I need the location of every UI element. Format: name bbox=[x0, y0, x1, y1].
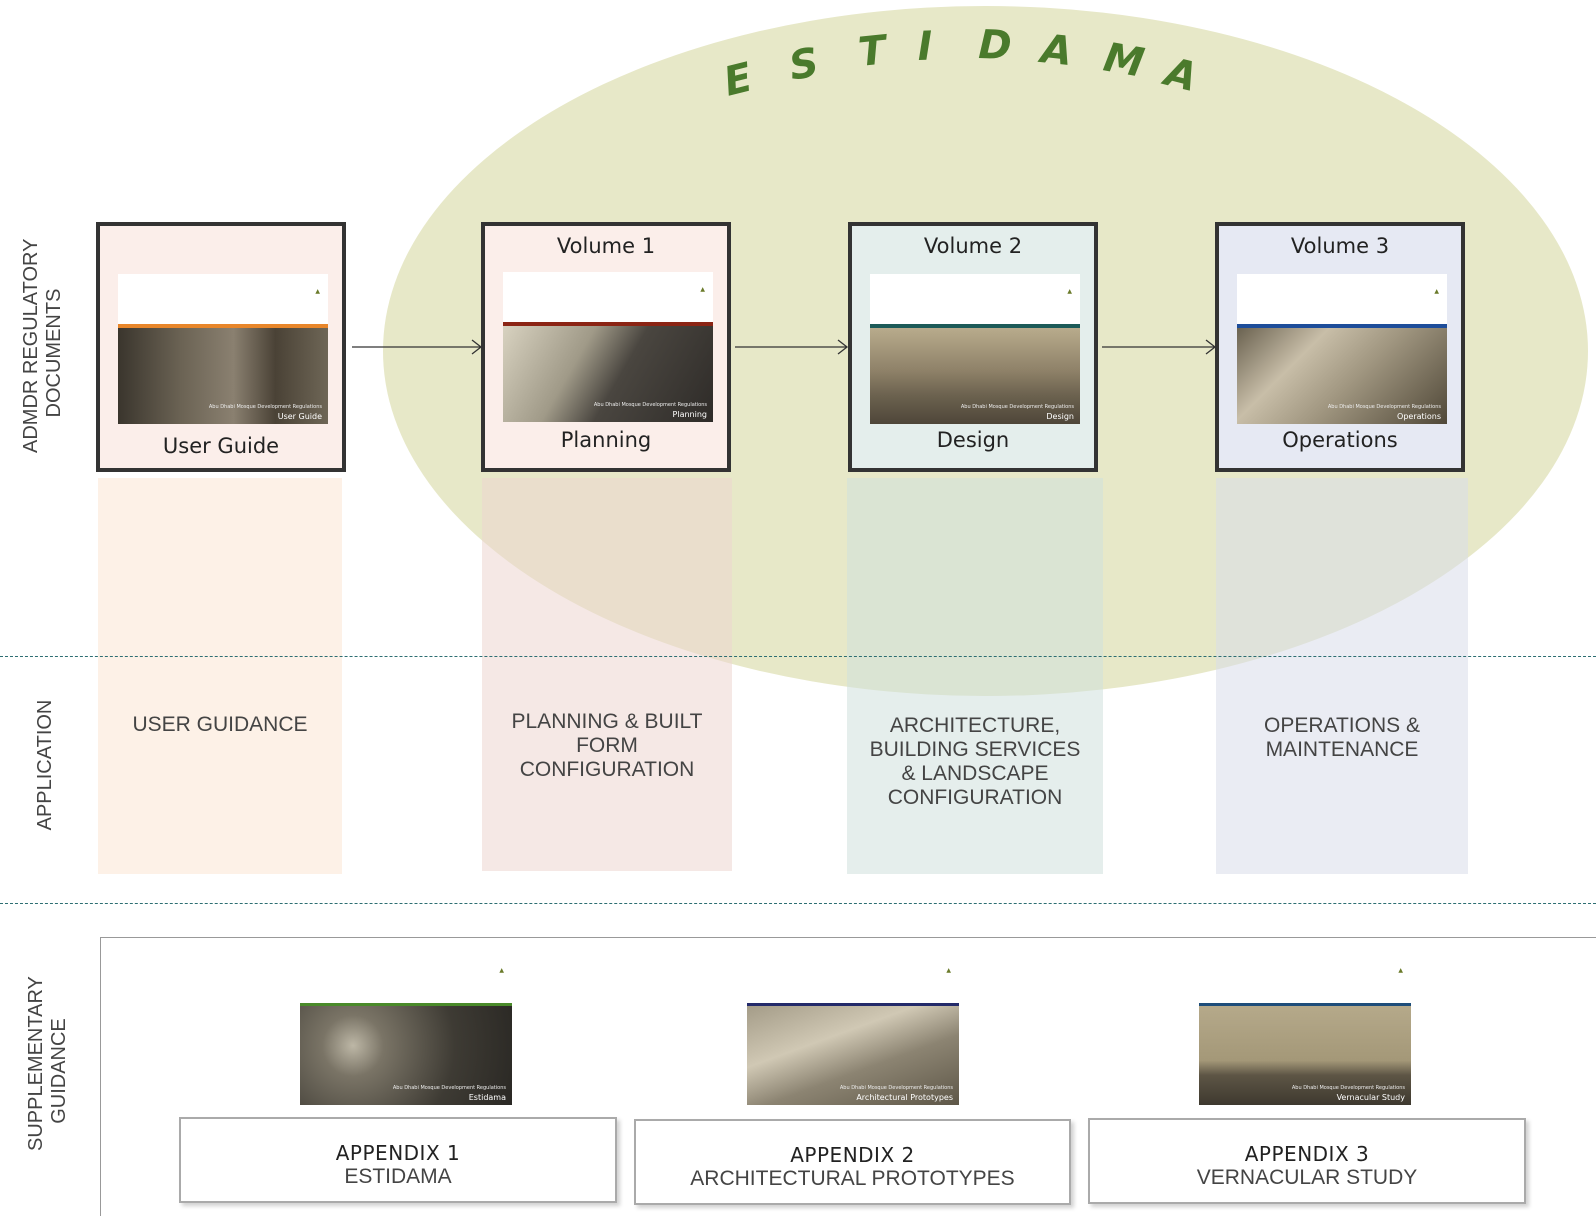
arrow-2-head bbox=[837, 339, 849, 355]
cover-logo-icon: ▲ bbox=[1434, 288, 1439, 295]
cover-volume-label: User Guide bbox=[277, 412, 322, 421]
appendix-subtitle: ESTIDAMA bbox=[344, 1165, 452, 1188]
card-name: Planning bbox=[560, 428, 652, 452]
cover-rule bbox=[300, 1003, 512, 1006]
estidama-letter: I bbox=[917, 23, 934, 69]
side-label-application: APPLICATION bbox=[34, 695, 58, 835]
cover-appendix-1: ▲ Abu Dhabi Mosque Development Regulatio… bbox=[300, 955, 512, 1105]
cover-header bbox=[118, 274, 328, 324]
appendix-heading: APPENDIX 2 bbox=[790, 1143, 915, 1167]
card-name: Operations bbox=[1282, 428, 1398, 452]
appendix-subtitle: ARCHITECTURAL PROTOTYPES bbox=[690, 1167, 1015, 1190]
estidama-letter: M bbox=[1100, 35, 1147, 87]
card-name: Design bbox=[936, 428, 1010, 452]
card-title: Volume 2 bbox=[923, 234, 1023, 258]
application-line: USER GUIDANCE bbox=[132, 713, 308, 736]
appendix-1-box[interactable]: APPENDIX 1 ESTIDAMA bbox=[179, 1117, 617, 1203]
cover-logo-icon: ▲ bbox=[1398, 967, 1403, 974]
application-line: MAINTENANCE bbox=[1265, 738, 1419, 761]
cover-rule bbox=[747, 1003, 959, 1006]
cover-rule bbox=[503, 322, 713, 326]
card-volume-3[interactable]: Volume 3 ▲ Abu Dhabi Mosque Development … bbox=[1215, 222, 1465, 472]
cover-logo-icon: ▲ bbox=[315, 288, 320, 295]
application-line: & LANDSCAPE bbox=[901, 762, 1049, 785]
cover-rule bbox=[118, 324, 328, 328]
application-line: PLANNING & BUILT FORM bbox=[511, 710, 703, 757]
cover-photo-aerial bbox=[503, 326, 713, 422]
cover-subtitle: Abu Dhabi Mosque Development Regulations bbox=[960, 404, 1074, 410]
cover-subtitle: Abu Dhabi Mosque Development Regulations bbox=[1291, 1085, 1405, 1091]
application-line: CONFIGURATION bbox=[519, 758, 695, 781]
card-title: Volume 3 bbox=[1290, 234, 1390, 258]
cover-logo-icon: ▲ bbox=[700, 286, 705, 293]
appendix-heading: APPENDIX 3 bbox=[1244, 1142, 1370, 1166]
side-label-supplementary-line-2: GUIDANCE bbox=[48, 1018, 70, 1124]
card-volume-1[interactable]: Volume 1 ▲ Abu Dhabi Mosque Development … bbox=[481, 222, 731, 472]
cover-appendix-2: ▲ Abu Dhabi Mosque Development Regulatio… bbox=[747, 955, 959, 1105]
side-label-supplementary-line-1: SUPPLEMENTARY bbox=[25, 976, 47, 1151]
cover-photo-estidama bbox=[300, 1006, 512, 1105]
application-line: CONFIGURATION bbox=[887, 786, 1063, 809]
application-line: ARCHITECTURE, bbox=[889, 714, 1061, 737]
card-volume-2[interactable]: Volume 2 ▲ Abu Dhabi Mosque Development … bbox=[848, 222, 1098, 472]
separator-line-bottom bbox=[0, 903, 1596, 904]
column-volume-2 bbox=[847, 478, 1103, 874]
cover-appendix-3: ▲ Abu Dhabi Mosque Development Regulatio… bbox=[1199, 955, 1411, 1105]
cover-subtitle: Abu Dhabi Mosque Development Regulations bbox=[839, 1085, 953, 1091]
cover-header bbox=[503, 272, 713, 322]
separator-line-top bbox=[0, 656, 1596, 657]
cover-subtitle: Abu Dhabi Mosque Development Regulations bbox=[593, 402, 707, 408]
column-volume-1 bbox=[482, 478, 732, 871]
cover-volume-3: ▲ Abu Dhabi Mosque Development Regulatio… bbox=[1237, 274, 1447, 424]
estidama-letter: D bbox=[978, 22, 1013, 69]
cover-rule bbox=[1199, 1003, 1411, 1006]
cover-subtitle: Abu Dhabi Mosque Development Regulations bbox=[1327, 404, 1441, 410]
cover-user-guide: ▲ Abu Dhabi Mosque Development Regulatio… bbox=[118, 274, 328, 424]
flow-arrows bbox=[352, 339, 1217, 355]
cover-subtitle: Abu Dhabi Mosque Development Regulations bbox=[392, 1085, 506, 1091]
cover-volume-label: Estidama bbox=[468, 1093, 506, 1102]
application-line: BUILDING SERVICES bbox=[869, 738, 1081, 761]
card-name: User Guide bbox=[162, 434, 280, 458]
application-architecture: ARCHITECTURE, BUILDING SERVICES & LANDSC… bbox=[847, 714, 1103, 810]
appendix-heading: APPENDIX 1 bbox=[335, 1141, 461, 1165]
cover-volume-1: ▲ Abu Dhabi Mosque Development Regulatio… bbox=[503, 272, 713, 422]
appendix-3-box[interactable]: APPENDIX 3 VERNACULAR STUDY bbox=[1088, 1118, 1526, 1204]
column-user-guide bbox=[98, 478, 342, 874]
cover-header bbox=[870, 274, 1080, 324]
cover-photo-hands bbox=[1237, 328, 1447, 424]
cover-photo-mosque bbox=[870, 328, 1080, 424]
card-user-guide[interactable]: ▲ Abu Dhabi Mosque Development Regulatio… bbox=[96, 222, 346, 472]
cover-photo-corridor bbox=[118, 328, 328, 424]
appendix-subtitle: VERNACULAR STUDY bbox=[1196, 1166, 1418, 1189]
application-operations: OPERATIONS & MAINTENANCE bbox=[1216, 714, 1468, 762]
application-user-guidance: USER GUIDANCE bbox=[98, 713, 342, 737]
cover-subtitle: Abu Dhabi Mosque Development Regulations bbox=[208, 404, 322, 410]
cover-volume-2: ▲ Abu Dhabi Mosque Development Regulatio… bbox=[870, 274, 1080, 424]
card-title: Volume 1 bbox=[556, 234, 656, 258]
cover-volume-label: Vernacular Study bbox=[1336, 1093, 1405, 1102]
cover-logo-icon: ▲ bbox=[946, 967, 951, 974]
cover-volume-label: Design bbox=[1046, 412, 1074, 421]
application-line: OPERATIONS & bbox=[1264, 714, 1420, 737]
supplementary-frame bbox=[100, 937, 1596, 1216]
cover-volume-label: Operations bbox=[1397, 412, 1441, 421]
cover-volume-label: Architectural Prototypes bbox=[856, 1093, 953, 1102]
column-volume-3 bbox=[1216, 478, 1468, 874]
appendix-2-box[interactable]: APPENDIX 2 ARCHITECTURAL PROTOTYPES bbox=[634, 1119, 1071, 1205]
side-label-application-text: APPLICATION bbox=[34, 699, 56, 831]
application-planning: PLANNING & BUILT FORM CONFIGURATION bbox=[482, 710, 732, 782]
cover-photo-vernacular bbox=[1199, 1006, 1411, 1105]
cover-volume-label: Planning bbox=[672, 410, 707, 419]
cover-logo-icon: ▲ bbox=[499, 967, 504, 974]
cover-logo-icon: ▲ bbox=[1067, 288, 1072, 295]
cover-rule bbox=[1237, 324, 1447, 328]
cover-header bbox=[1237, 274, 1447, 324]
cover-rule bbox=[870, 324, 1080, 328]
cover-photo-prototype-model bbox=[747, 1006, 959, 1105]
side-label-supplementary: SUPPLEMENTARY GUIDANCE bbox=[25, 976, 71, 1151]
